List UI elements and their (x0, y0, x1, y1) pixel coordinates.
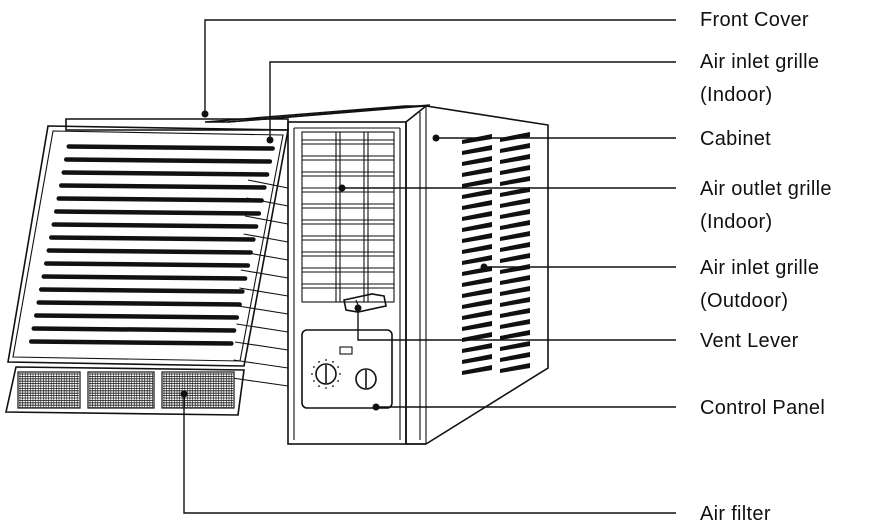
cover-bar (54, 225, 256, 227)
cover-bar (66, 160, 270, 162)
label-air-outlet-line1: Air outlet grille (700, 178, 832, 200)
cover-slat (232, 378, 288, 386)
cover-bar (59, 199, 262, 201)
outdoor-louver (500, 231, 530, 241)
label-air-inlet-outdoor-line2: (Outdoor) (700, 290, 788, 312)
outdoor-louver (462, 200, 492, 210)
outdoor-louver (500, 220, 530, 230)
outdoor-louver (500, 143, 530, 153)
front-cover (6, 119, 288, 415)
cover-bar (31, 342, 231, 344)
outdoor-louver (500, 308, 530, 318)
label-control-panel: Control Panel (700, 397, 825, 419)
outdoor-louver (462, 134, 492, 144)
label-air-inlet-indoor-line1: Air inlet grille (700, 51, 819, 73)
control-panel (302, 330, 392, 408)
outdoor-louver (500, 319, 530, 329)
label-air-outlet-line2: (Indoor) (700, 211, 772, 233)
label-air-filter: Air filter (700, 503, 771, 525)
cover-slat (239, 288, 288, 296)
cover-bar (46, 264, 248, 266)
outdoor-louvers (462, 132, 530, 375)
dial-tick (332, 385, 334, 387)
dial-tick (332, 361, 334, 363)
air-outlet-grille (302, 132, 394, 302)
outdoor-louver (500, 242, 530, 252)
cover-bar (36, 316, 237, 318)
dial-tick (337, 380, 339, 382)
outdoor-louver (462, 178, 492, 188)
cover-bar (64, 173, 267, 175)
dial-tick (313, 380, 315, 382)
dial-tick (325, 387, 327, 389)
outdoor-louver (462, 145, 492, 155)
outdoor-louver (462, 156, 492, 166)
outdoor-louver (462, 354, 492, 364)
dial-tick (311, 373, 313, 375)
outdoor-louver (462, 233, 492, 243)
dial-tick (318, 361, 320, 363)
outdoor-louver (500, 297, 530, 307)
outdoor-louver (500, 330, 530, 340)
outdoor-louver (500, 176, 530, 186)
cover-bar (56, 212, 259, 214)
leader-lines (181, 20, 677, 513)
outdoor-louver (462, 167, 492, 177)
outdoor-louver (500, 165, 530, 175)
outdoor-louver (462, 255, 492, 265)
filter-panel (18, 372, 80, 408)
outdoor-louver (500, 154, 530, 164)
cover-bar (49, 251, 251, 253)
cover-bar (39, 303, 240, 305)
dial-tick (339, 373, 341, 375)
outdoor-louver (500, 275, 530, 285)
dial-tick (325, 359, 327, 361)
outdoor-louver (500, 132, 530, 142)
outdoor-louver (462, 244, 492, 254)
outdoor-louver (462, 365, 492, 375)
outdoor-louver (500, 341, 530, 351)
label-vent-lever: Vent Lever (700, 330, 799, 352)
cover-slat (236, 324, 288, 332)
outdoor-louver (500, 363, 530, 373)
outdoor-louver (500, 264, 530, 274)
outdoor-louver (462, 211, 492, 221)
outdoor-louver (462, 288, 492, 298)
outdoor-louver (462, 277, 492, 287)
filter-panel (162, 372, 234, 408)
outdoor-louver (500, 253, 530, 263)
cover-bar (44, 277, 245, 279)
cover-bar (61, 186, 264, 188)
filter-panel (88, 372, 154, 408)
label-air-inlet-outdoor-line1: Air inlet grille (700, 257, 819, 279)
outdoor-louver (500, 209, 530, 219)
cover-slat (238, 306, 288, 314)
cover-bar (34, 329, 234, 331)
cover-bar (69, 147, 273, 149)
cover-slat (234, 360, 288, 368)
outdoor-louver (500, 352, 530, 362)
label-cabinet: Cabinet (700, 128, 771, 150)
outdoor-louver (500, 198, 530, 208)
cover-bar (41, 290, 242, 292)
label-front-cover: Front Cover (700, 9, 809, 31)
outdoor-louver (500, 286, 530, 296)
outdoor-louver (462, 222, 492, 232)
outdoor-louver (462, 189, 492, 199)
dial-tick (318, 385, 320, 387)
cover-slat (241, 270, 288, 278)
label-air-inlet-indoor-line2: (Indoor) (700, 84, 772, 106)
vent-lever (344, 294, 386, 312)
dial-tick (337, 366, 339, 368)
outdoor-louver (462, 299, 492, 309)
dial-tick (313, 366, 315, 368)
outdoor-louver (462, 343, 492, 353)
outdoor-louver (462, 310, 492, 320)
outdoor-louver (462, 321, 492, 331)
cover-bar (51, 238, 253, 240)
